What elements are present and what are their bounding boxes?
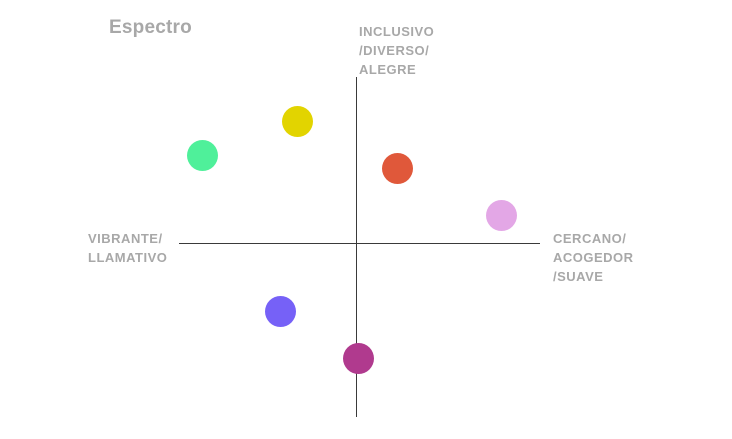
dot-violet (265, 296, 296, 327)
vertical-axis-line (356, 77, 357, 417)
axis-label-top: INCLUSIVO /DIVERSO/ ALEGRE (359, 22, 434, 79)
dot-green (187, 140, 218, 171)
axis-label-top-line-1: INCLUSIVO (359, 24, 435, 39)
dot-pink (486, 200, 517, 231)
axis-label-top-line-3: ALEGRE (359, 62, 417, 77)
axis-label-right-line-3: /SUAVE (553, 269, 604, 284)
dot-yellow (282, 106, 313, 137)
horizontal-axis-line (179, 243, 540, 244)
axis-label-left-line-2: LLAMATIVO (88, 250, 168, 265)
axis-label-left: VIBRANTE/ LLAMATIVO (88, 229, 167, 267)
dot-orange (382, 153, 413, 184)
axis-label-right: CERCANO/ ACOGEDOR /SUAVE (553, 229, 634, 286)
axis-label-top-line-2: /DIVERSO/ (359, 43, 430, 58)
axis-label-right-line-1: CERCANO/ (553, 231, 627, 246)
dot-magenta (343, 343, 374, 374)
diagram-title: Espectro (109, 17, 192, 38)
axis-label-right-line-2: ACOGEDOR (553, 250, 634, 265)
axis-label-left-line-1: VIBRANTE/ (88, 231, 163, 246)
